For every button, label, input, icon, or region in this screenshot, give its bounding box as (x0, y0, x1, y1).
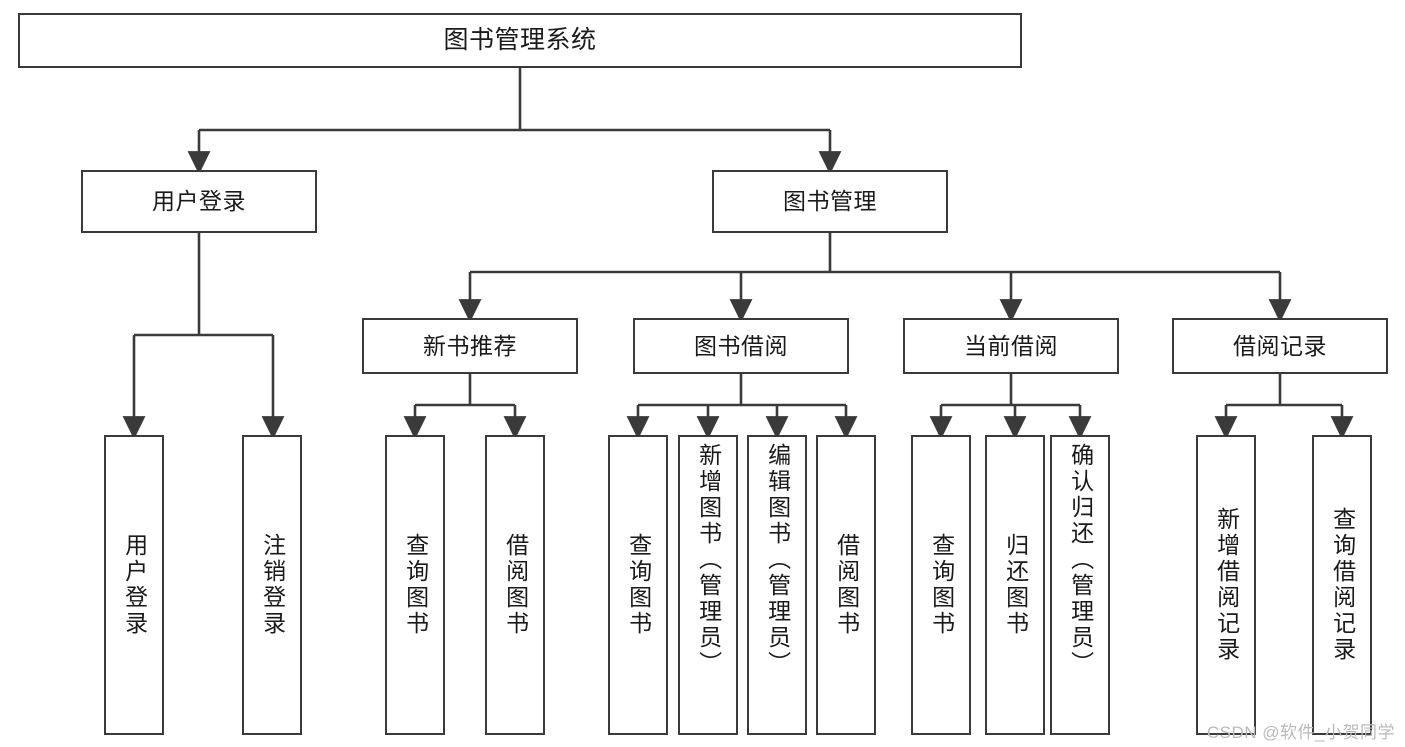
leaf-query-borrow-record-label: 查询借阅记录 (1329, 507, 1356, 663)
leaf-borrow-book-label: 借阅图书 (833, 533, 860, 637)
leaf-query-borrow-record[interactable]: 查询借阅记录 (1312, 435, 1372, 735)
node-book-management-label: 图书管理 (783, 188, 877, 215)
leaf-borrow-book-recommend[interactable]: 借阅图书 (485, 435, 545, 735)
leaf-add-borrow-record-label: 新增借阅记录 (1213, 507, 1240, 663)
node-root[interactable]: 图书管理系统 (18, 13, 1022, 68)
node-new-book-recommend[interactable]: 新书推荐 (362, 318, 578, 374)
leaf-add-book-admin[interactable]: 新增图书（管理员） (678, 435, 738, 735)
leaf-query-book-recommend-label: 查询图书 (402, 533, 429, 637)
node-user-login[interactable]: 用户登录 (81, 170, 317, 233)
node-borrow-record-label: 借阅记录 (1233, 332, 1327, 359)
node-current-borrow-label: 当前借阅 (964, 332, 1058, 359)
leaf-user-login[interactable]: 用户登录 (104, 435, 164, 735)
leaf-edit-book-admin-label: 编辑图书（管理员） (764, 443, 791, 677)
leaf-confirm-return-admin-label: 确认归还（管理员） (1067, 443, 1094, 677)
leaf-return-book[interactable]: 归还图书 (985, 435, 1045, 735)
node-new-book-recommend-label: 新书推荐 (423, 332, 517, 359)
leaf-borrow-book[interactable]: 借阅图书 (816, 435, 876, 735)
node-borrow-record[interactable]: 借阅记录 (1172, 318, 1388, 374)
node-book-borrow-label: 图书借阅 (694, 332, 788, 359)
leaf-add-book-admin-label: 新增图书（管理员） (695, 443, 722, 677)
leaf-query-book-current[interactable]: 查询图书 (911, 435, 971, 735)
leaf-query-book-recommend[interactable]: 查询图书 (385, 435, 445, 735)
leaf-borrow-book-recommend-label: 借阅图书 (502, 533, 529, 637)
leaf-query-book-borrow[interactable]: 查询图书 (608, 435, 668, 735)
node-user-login-label: 用户登录 (152, 188, 246, 215)
leaf-confirm-return-admin[interactable]: 确认归还（管理员） (1050, 435, 1110, 735)
leaf-logout-label: 注销登录 (259, 533, 286, 637)
node-current-borrow[interactable]: 当前借阅 (903, 318, 1119, 374)
leaf-edit-book-admin[interactable]: 编辑图书（管理员） (747, 435, 807, 735)
leaf-query-book-current-label: 查询图书 (928, 533, 955, 637)
leaf-logout[interactable]: 注销登录 (242, 435, 302, 735)
node-book-management[interactable]: 图书管理 (712, 170, 948, 233)
node-book-borrow[interactable]: 图书借阅 (633, 318, 849, 374)
csdn-watermark: CSDN @软件_小贺同学 (1206, 723, 1395, 742)
leaf-query-book-borrow-label: 查询图书 (625, 533, 652, 637)
node-root-label: 图书管理系统 (443, 26, 597, 55)
leaf-return-book-label: 归还图书 (1002, 533, 1029, 637)
leaf-user-login-label: 用户登录 (121, 533, 148, 637)
leaf-add-borrow-record[interactable]: 新增借阅记录 (1196, 435, 1256, 735)
